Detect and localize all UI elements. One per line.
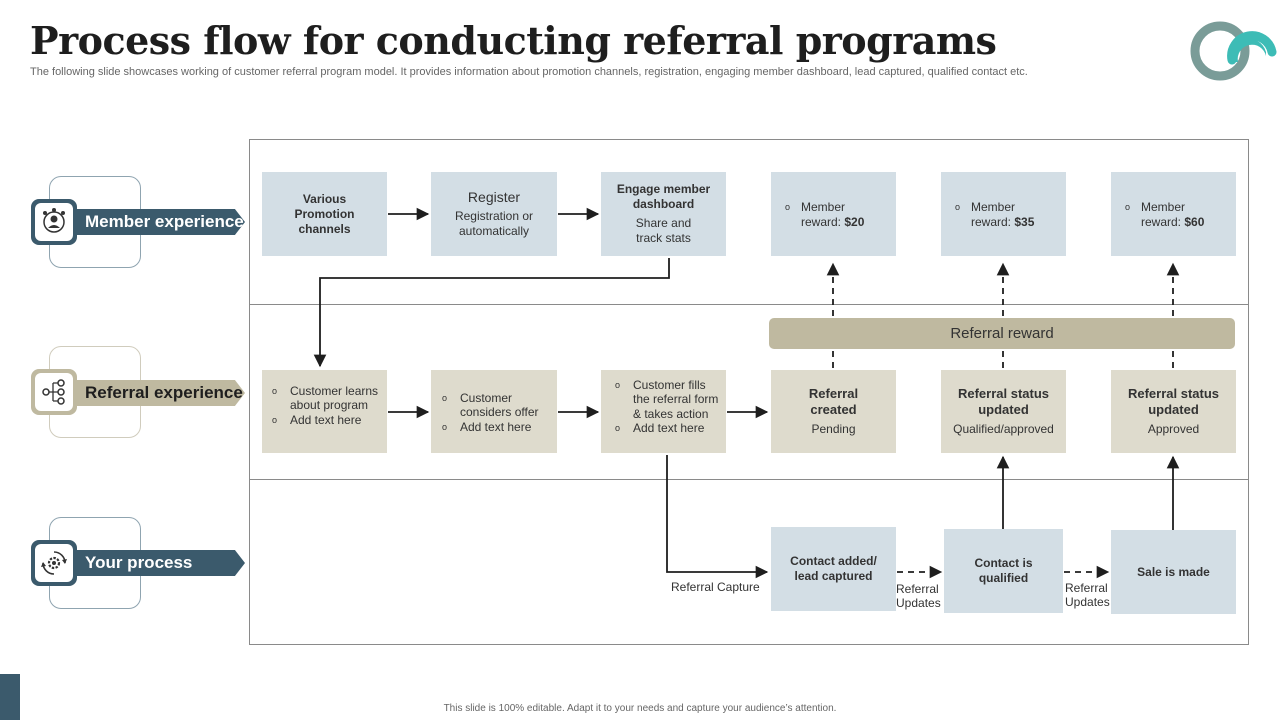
member-experience-label: Member experience — [77, 209, 245, 235]
referral-status-approved-box: Referral status updated Approved — [1111, 370, 1236, 453]
process-frame — [249, 139, 1249, 645]
referral-updates-label: Referral Updates — [1065, 581, 1110, 610]
list-item: Customer learns about program — [290, 384, 379, 413]
row-divider — [249, 479, 1249, 480]
customer-learns-box — [262, 370, 387, 453]
contact-qualified-box: Contact is qualified — [944, 529, 1063, 613]
referral-status-title: Referral status updated — [1127, 385, 1220, 417]
reward-label: Member reward: — [971, 200, 1016, 229]
org-chart-icon — [42, 379, 65, 405]
referral-created-title: Referral created — [808, 385, 859, 417]
register-body: Registration or automatically — [454, 209, 534, 239]
member-icon-frame — [31, 199, 77, 245]
reward-value: $20 — [844, 215, 865, 229]
register-box: Register Registration or automatically — [431, 172, 557, 256]
reward-label: Member reward: — [801, 200, 846, 229]
row-divider — [249, 304, 1249, 305]
people-network-icon — [43, 208, 65, 233]
engage-title: Engage member dashboard — [616, 182, 711, 211]
page-title: Process flow for conducting referral pro… — [30, 18, 997, 63]
engage-dashboard-box: Engage member dashboard Share and track … — [601, 172, 726, 256]
corner-accent — [0, 674, 20, 720]
list-item: Customer considers offer — [460, 391, 539, 420]
reward-label: Member reward: — [1141, 200, 1186, 229]
list-item: Customer fills the referral form & takes… — [633, 378, 719, 421]
promotion-channels-text: Various Promotion channels — [294, 191, 355, 236]
gear-cycle-icon — [41, 551, 67, 575]
sale-made-text: Sale is made — [1137, 564, 1210, 579]
engage-body: Share and track stats — [635, 216, 692, 245]
referral-status-value: Approved — [1147, 422, 1200, 437]
promotion-channels-box: Various Promotion channels — [262, 172, 387, 256]
referral-updates-label: Referral Updates — [896, 582, 941, 611]
referral-status-title: Referral status updated — [957, 385, 1050, 417]
brand-logo-icon — [1190, 21, 1277, 81]
referral-status-value: Qualified/approved — [953, 422, 1054, 437]
referral-status-qualified-box: Referral status updated Qualified/approv… — [941, 370, 1066, 453]
customer-considers-box — [431, 370, 557, 453]
list-item: Add text here — [633, 421, 705, 436]
list-item: Add text here — [460, 419, 532, 434]
referral-capture-label: Referral Capture — [671, 580, 760, 594]
referral-created-box: Referral created Pending — [771, 370, 896, 453]
page-subtitle: The following slide showcases working of… — [30, 66, 1028, 78]
register-title: Register — [467, 188, 521, 205]
contact-qualified-text: Contact is qualified — [974, 556, 1033, 585]
footer-note: This slide is 100% editable. Adapt it to… — [443, 703, 837, 714]
referral-reward-bar: Referral reward — [769, 318, 1235, 349]
referral-icon-frame — [31, 369, 77, 415]
reward-value: $35 — [1014, 215, 1035, 229]
list-item: Add text here — [290, 412, 362, 427]
process-icon-frame — [31, 540, 77, 586]
referral-created-status: Pending — [811, 422, 856, 437]
sale-made-box: Sale is made — [1111, 530, 1236, 614]
contact-added-box: Contact added/ lead captured — [771, 527, 896, 611]
referral-experience-label: Referral experience — [77, 380, 245, 406]
customer-fills-box — [601, 370, 726, 453]
contact-added-text: Contact added/ lead captured — [790, 554, 877, 583]
your-process-label: Your process — [77, 550, 245, 576]
reward-value: $60 — [1184, 215, 1205, 229]
